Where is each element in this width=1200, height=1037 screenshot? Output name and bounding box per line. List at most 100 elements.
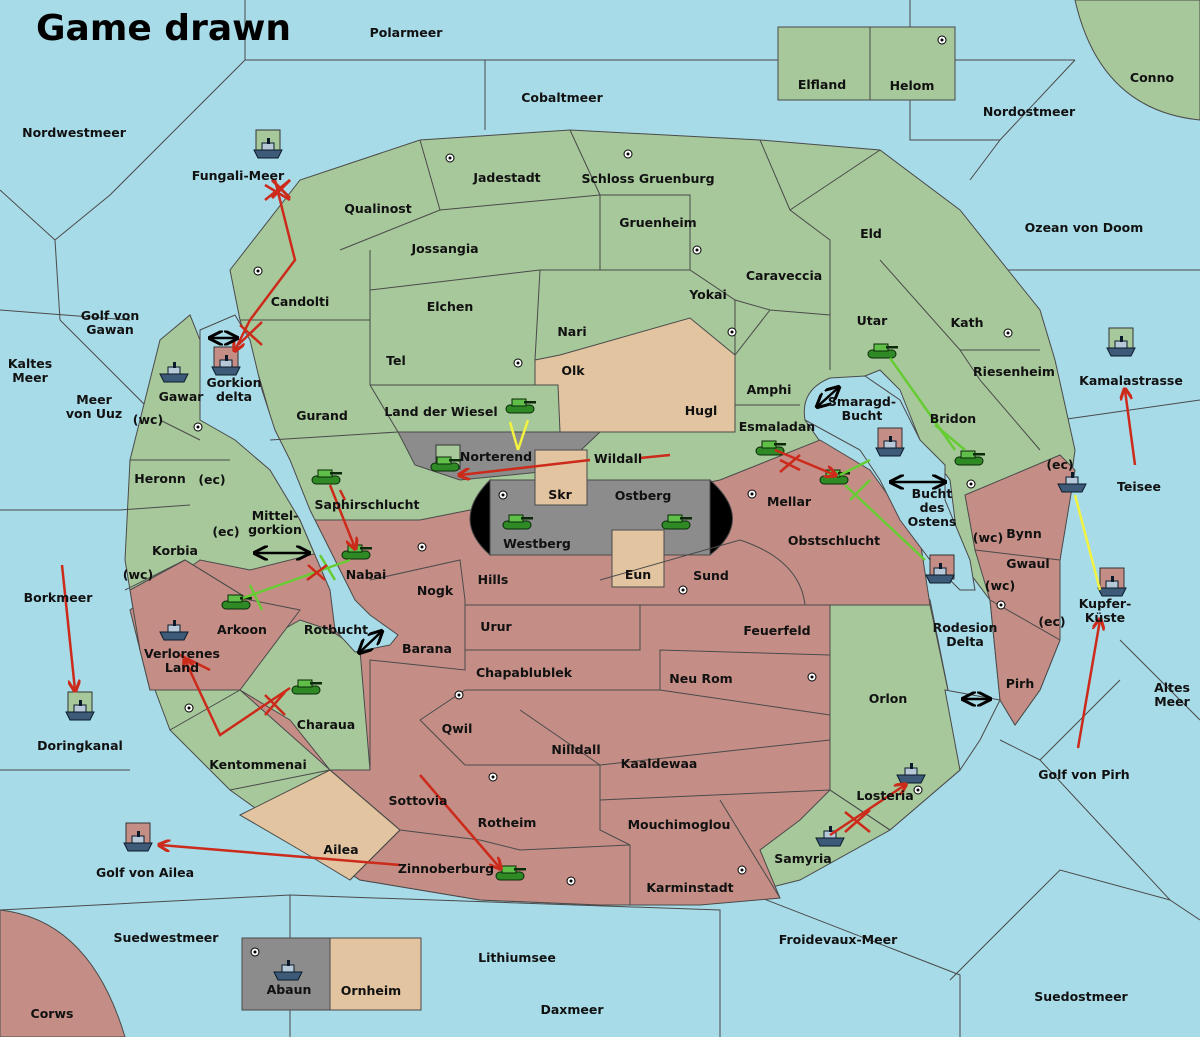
abaun-ornheim-islands	[241, 937, 422, 1011]
label-nordwestmeer: Nordwestmeer	[22, 125, 127, 140]
label-arkoon: Arkoon	[217, 622, 267, 637]
label-zinnoberburg: Zinnoberburg	[398, 861, 494, 876]
label-kaaldewaa: Kaaldewaa	[621, 756, 698, 771]
game-status-title: Game drawn	[36, 8, 292, 49]
cross-markers	[270, 178, 292, 200]
label-helom: Helom	[890, 78, 935, 93]
label-saphirschlucht: Saphirschlucht	[315, 497, 420, 512]
label-elfland: Elfland	[798, 77, 846, 92]
label-gawar: Gawar	[159, 389, 205, 404]
label-froidevaux-meer: Froidevaux-Meer	[779, 932, 898, 947]
label-sottovia: Sottovia	[389, 793, 448, 808]
label-ec2: (ec)	[212, 524, 239, 539]
label-golf-von-pirh: Golf von Pirh	[1038, 767, 1129, 782]
label-mellar: Mellar	[767, 494, 812, 509]
label-utar: Utar	[857, 313, 889, 328]
label-riesenheim: Riesenheim	[973, 364, 1055, 379]
label-wc4: (wc)	[985, 578, 1015, 593]
label-kupfer-kuste: Kupfer-Küste	[1079, 596, 1132, 625]
label-golf-von-ailea: Golf von Ailea	[96, 865, 194, 880]
convoy-orders	[508, 419, 1102, 591]
label-norterend: Norterend	[460, 449, 532, 464]
label-korbia: Korbia	[152, 543, 198, 558]
label-borkmeer: Borkmeer	[24, 590, 94, 605]
label-eld: Eld	[860, 226, 882, 241]
label-wc3: (wc)	[973, 530, 1003, 545]
label-losteria: Losteria	[856, 788, 913, 803]
label-nari: Nari	[557, 324, 586, 339]
label-esmaladan: Esmaladan	[739, 419, 815, 434]
label-mouchimoglou: Mouchimoglou	[628, 817, 731, 832]
conno-land	[1074, 0, 1200, 121]
label-corws: Corws	[31, 1006, 74, 1021]
label-abaun: Abaun	[267, 982, 312, 997]
label-ec1: (ec)	[198, 472, 225, 487]
label-eun: Eun	[625, 567, 651, 582]
label-ostberg: Ostberg	[615, 488, 672, 503]
label-lithiumsee: Lithiumsee	[478, 950, 556, 965]
label-chapablublek: Chapablublek	[476, 665, 573, 680]
territory-borders	[119, 129, 1061, 905]
label-nogk: Nogk	[417, 583, 454, 598]
label-kath: Kath	[951, 315, 984, 330]
label-qwil: Qwil	[442, 721, 473, 736]
label-bynn: Bynn	[1006, 526, 1041, 541]
label-samyria: Samyria	[774, 851, 832, 866]
label-suedostmeer: Suedostmeer	[1034, 989, 1128, 1004]
label-smaragd-bucht: Smaragd-Bucht	[828, 394, 896, 423]
label-gurand: Gurand	[296, 408, 348, 423]
label-doringkanal: Doringkanal	[37, 738, 123, 753]
label-teisee: Teisee	[1117, 479, 1161, 494]
label-caraveccia: Caraveccia	[746, 268, 822, 283]
label-hugl: Hugl	[685, 403, 718, 418]
label-neu-rom: Neu Rom	[669, 671, 732, 686]
label-amphi: Amphi	[747, 382, 792, 397]
support-orders	[242, 357, 966, 611]
label-nilldall: Nilldall	[551, 742, 600, 757]
label-nabai: Nabai	[346, 567, 387, 582]
label-sund: Sund	[693, 568, 729, 583]
label-gwaul: Gwaul	[1006, 556, 1049, 571]
label-polarmeer: Polarmeer	[370, 25, 444, 40]
label-wildall: Wildall	[594, 451, 642, 466]
move-orders	[60, 179, 1137, 868]
label-feuerfeld: Feuerfeld	[743, 623, 810, 638]
label-jossangia: Jossangia	[410, 241, 478, 256]
label-gruenheim: Gruenheim	[619, 215, 696, 230]
label-urur: Urur	[480, 619, 512, 634]
label-yokai: Yokai	[688, 287, 727, 302]
label-ornheim: Ornheim	[341, 983, 401, 998]
label-ozean-von-doom: Ozean von Doom	[1025, 220, 1144, 235]
label-orlon: Orlon	[869, 691, 908, 706]
label-bridon: Bridon	[930, 411, 976, 426]
label-barana: Barana	[402, 641, 452, 656]
label-pirh: Pirh	[1006, 676, 1035, 691]
label-ailea: Ailea	[323, 842, 358, 857]
label-kentommenai: Kentommenai	[209, 757, 307, 772]
label-mittel-gorkion: Mittel-gorkion	[248, 508, 302, 537]
label-heronn: Heronn	[134, 471, 186, 486]
label-land-der-wiesel: Land der Wiesel	[384, 404, 497, 419]
label-wc1: (wc)	[133, 412, 163, 427]
label-schloss-gruenburg: Schloss Gruenburg	[581, 171, 714, 186]
label-ec3: (ec)	[1046, 457, 1073, 472]
label-cobaltmeer: Cobaltmeer	[521, 90, 603, 105]
label-suedwestmeer: Suedwestmeer	[114, 930, 220, 945]
label-elchen: Elchen	[427, 299, 474, 314]
corws-land	[0, 909, 126, 1037]
label-wc2: (wc)	[123, 567, 153, 582]
label-charaua: Charaua	[297, 717, 355, 732]
label-daxmeer: Daxmeer	[540, 1002, 604, 1017]
label-obstschlucht: Obstschlucht	[788, 533, 880, 548]
label-candolti: Candolti	[271, 294, 330, 309]
label-qualinost: Qualinost	[344, 201, 411, 216]
